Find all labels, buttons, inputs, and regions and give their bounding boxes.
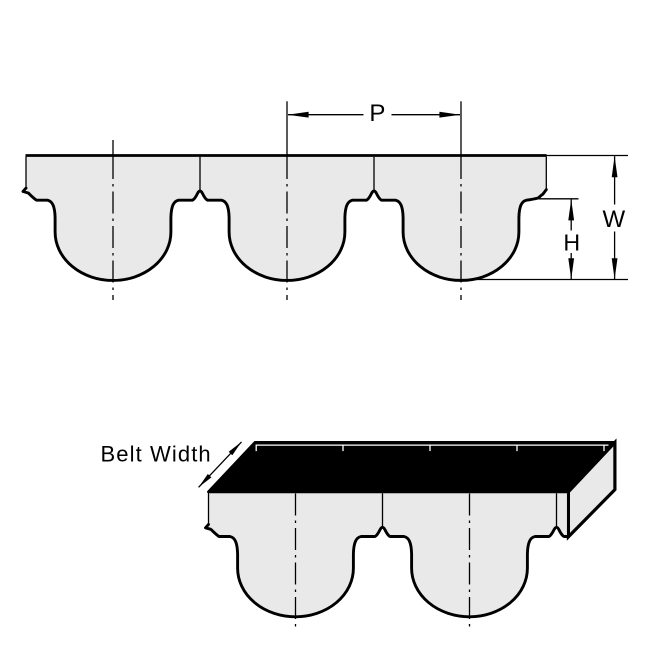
svg-text:H: H — [563, 230, 580, 256]
svg-text:Belt Width: Belt Width — [101, 441, 212, 466]
svg-text:W: W — [602, 206, 625, 233]
svg-text:P: P — [369, 100, 385, 127]
